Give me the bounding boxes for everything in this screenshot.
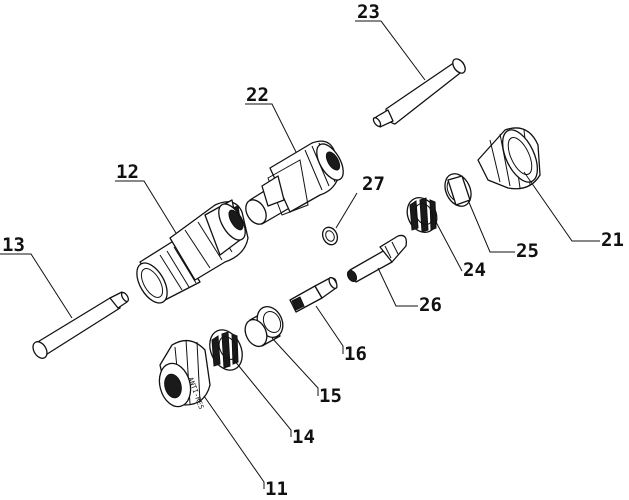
leader-23 [355, 20, 426, 81]
part-25-seal [444, 173, 472, 207]
part-11-nut: ANTI-RES [158, 339, 211, 410]
callout-23: 23 [357, 1, 380, 23]
callout-22: 22 [246, 84, 269, 106]
callout-11: 11 [265, 478, 288, 500]
part-23-cylinder-pin [372, 58, 466, 128]
leader-24 [435, 221, 463, 272]
leader-14 [233, 359, 292, 437]
callout-21: 21 [601, 229, 624, 251]
leader-21 [523, 171, 600, 242]
callout-26: 26 [419, 294, 442, 316]
callout-27: 27 [362, 173, 385, 195]
part-24-clamp [406, 196, 438, 234]
callout-14: 14 [292, 426, 315, 448]
leader-16 [315, 305, 344, 354]
part-21-nut [477, 127, 541, 190]
leader-27 [335, 192, 358, 229]
leader-13 [0, 253, 73, 319]
part-16-contact [289, 276, 338, 313]
part-14-clamp [209, 329, 243, 371]
leader-lines [0, 20, 600, 489]
callout-24: 24 [463, 259, 486, 281]
callout-13: 13 [2, 234, 25, 256]
part-15-seal [244, 305, 284, 348]
part-26-contact [346, 234, 407, 283]
part-13-cylinder-pin [32, 291, 130, 359]
callout-16: 16 [344, 343, 367, 365]
leader-15 [271, 337, 319, 396]
callout-12: 12 [116, 161, 139, 183]
callout-25: 25 [516, 240, 539, 262]
leader-26 [377, 267, 418, 307]
leader-11 [203, 395, 265, 489]
part-27-o-ring [321, 226, 339, 246]
callout-15: 15 [319, 385, 342, 407]
part-22-front-housing [245, 140, 344, 225]
leader-25 [467, 199, 515, 253]
leader-22 [245, 103, 297, 153]
part-12-main-housing [136, 199, 249, 304]
leader-12 [115, 180, 177, 234]
